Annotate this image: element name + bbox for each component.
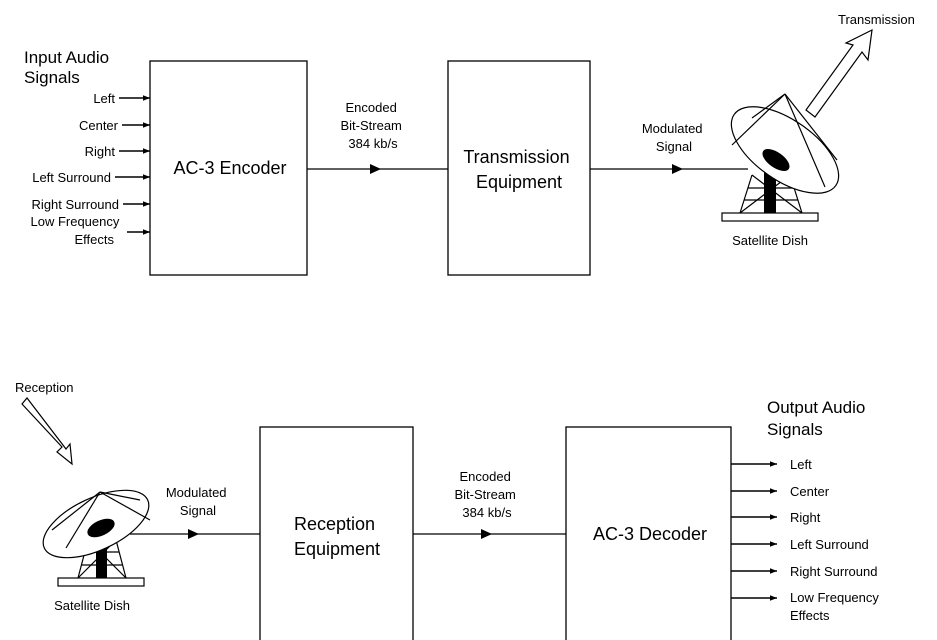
input-label-right-surround: Right Surround (32, 197, 119, 212)
output-label-right-surround: Right Surround (790, 564, 877, 579)
reception-arrow-icon (22, 398, 72, 464)
bitstream-label-bottom: Encoded Bit-Stream 384 kb/s (454, 469, 519, 520)
input-label-left-surround: Left Surround (32, 170, 111, 185)
input-label-right: Right (85, 144, 116, 159)
output-signal-labels: Left Center Right Left Surround Right Su… (790, 457, 883, 623)
satellite-dish-icon (717, 90, 853, 221)
input-label-left: Left (93, 91, 115, 106)
output-label-left: Left (790, 457, 812, 472)
input-arrows (115, 98, 150, 232)
transmission-arrow-icon (806, 30, 872, 117)
output-label-left-surround: Left Surround (790, 537, 869, 552)
transmission-equipment-label: Transmission Equipment (463, 147, 574, 192)
transmission-label: Transmission (838, 12, 915, 27)
modulated-label-top: Modulated Signal (642, 121, 706, 154)
modulated-label-bottom: Modulated Signal (166, 485, 230, 518)
transmission-equipment-box (448, 61, 590, 275)
output-label-right: Right (790, 510, 821, 525)
output-label-center: Center (790, 484, 830, 499)
bitstream-label-top: Encoded Bit-Stream 384 kb/s (340, 100, 405, 151)
satellite-dish-label-top: Satellite Dish (732, 233, 808, 248)
bitstream-arrowhead-top (370, 164, 381, 174)
reception-label: Reception (15, 380, 74, 395)
ac3-encoder-label: AC-3 Encoder (173, 158, 286, 178)
satellite-dish-icon (33, 476, 158, 586)
reception-equipment-label: Reception Equipment (294, 514, 380, 559)
ac3-decoder-label: AC-3 Decoder (593, 524, 707, 544)
input-label-center: Center (79, 118, 119, 133)
input-signal-labels: Left Center Right Left Surround Right Su… (30, 91, 123, 247)
satellite-dish-label-bottom: Satellite Dish (54, 598, 130, 613)
input-audio-title: Input Audio Signals (24, 48, 114, 87)
output-label-lfe: Low Frequency Effects (790, 590, 883, 623)
bitstream-arrowhead-bottom (481, 529, 492, 539)
input-label-lfe: Low Frequency Effects (30, 214, 123, 247)
output-arrows (731, 464, 777, 598)
output-audio-title: Output Audio Signals (767, 398, 870, 439)
modulated-arrowhead-top (672, 164, 683, 174)
modulated-arrowhead-bottom (188, 529, 199, 539)
